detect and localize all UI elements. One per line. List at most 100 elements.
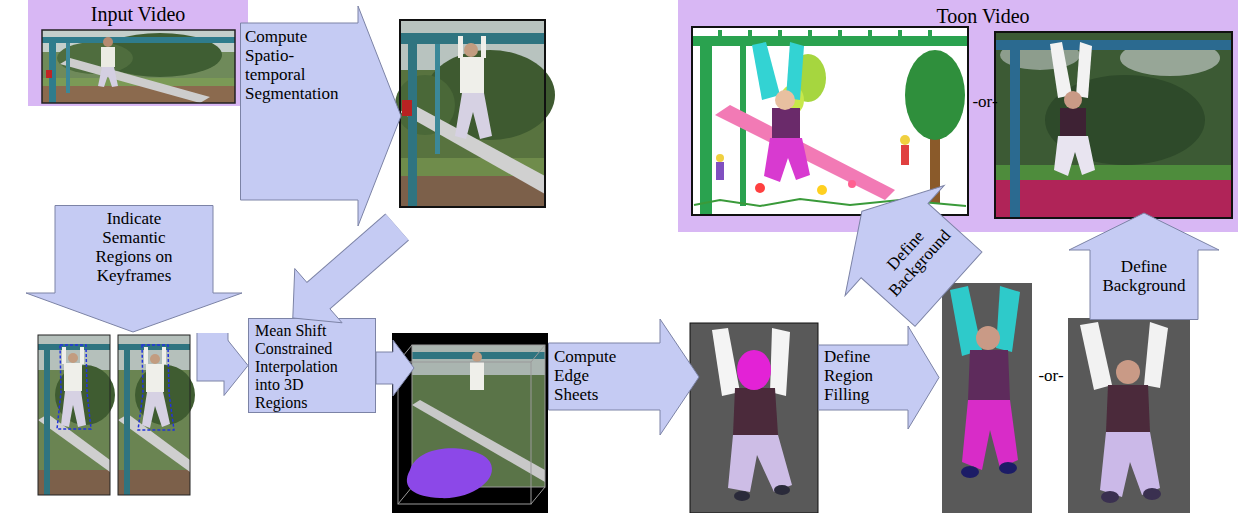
- foot-region: [999, 462, 1017, 474]
- child-pants: [142, 392, 170, 428]
- region-outline: [57, 345, 91, 429]
- foot-region: [1143, 488, 1161, 500]
- frame-border: [692, 27, 968, 215]
- process-arrow: Define Region Filling: [818, 325, 940, 430]
- bar-post: [408, 33, 417, 207]
- alternative-label: -or-: [968, 92, 1002, 112]
- arrow-head: [293, 269, 342, 323]
- frame-background: [42, 30, 235, 103]
- child-arm: [1076, 42, 1092, 98]
- arrow-outline: [241, 6, 402, 226]
- arm-region: [950, 286, 982, 356]
- pants-region: [962, 400, 1018, 470]
- child-shirt: [470, 362, 484, 390]
- keyframe: [38, 335, 115, 495]
- bar-rungs: [720, 30, 930, 46]
- face-region: [976, 326, 1000, 350]
- flower: [817, 185, 827, 195]
- ground: [995, 180, 1232, 218]
- child-pants: [764, 138, 810, 182]
- child-arm: [62, 347, 66, 364]
- bar-post: [1010, 40, 1020, 218]
- process-arrow: Compute Spatio-temporal Segmentation: [240, 5, 402, 227]
- child-arm: [481, 36, 486, 58]
- arrow-outline: [819, 326, 940, 429]
- child-shirt: [64, 363, 82, 391]
- child-shirt: [146, 364, 164, 392]
- child-head: [775, 90, 795, 110]
- arrow-outline: [212, 333, 224, 366]
- region-volume: [407, 448, 492, 498]
- bar-post: [44, 344, 50, 495]
- child-head: [1064, 91, 1082, 109]
- grass: [995, 165, 1232, 180]
- frame-border: [42, 30, 235, 103]
- child-arm: [752, 42, 780, 100]
- input-video-frame: [42, 30, 235, 103]
- child-pants: [455, 93, 492, 139]
- monkey-bar: [692, 36, 968, 46]
- small-figure: [900, 135, 910, 145]
- torso-region: [968, 350, 1010, 400]
- filled-frame: [942, 283, 1032, 513]
- arm-region: [996, 286, 1020, 352]
- child-arm: [162, 347, 166, 364]
- ground: [42, 86, 235, 103]
- child-arm: [144, 347, 148, 364]
- keyframe: [118, 335, 195, 495]
- arm-region: [770, 328, 790, 396]
- slide: [400, 104, 545, 194]
- small-figure: [716, 154, 724, 162]
- torso-region: [1106, 385, 1150, 432]
- step-label: Indicate Semantic Regions on Keyframes: [88, 209, 180, 285]
- filled-frame: [1068, 318, 1190, 513]
- flow-arrow: [293, 227, 397, 323]
- volume-frame: [392, 333, 548, 513]
- slide: [715, 105, 895, 200]
- child-arm: [458, 36, 463, 58]
- child-pants: [98, 67, 118, 87]
- bar-post: [435, 44, 440, 154]
- torso-region: [733, 388, 778, 435]
- arrow-shaft: [316, 227, 397, 298]
- step-label: Mean Shift Constrained Interpolation int…: [255, 322, 355, 412]
- child-pants: [1054, 136, 1095, 176]
- frame-background: [692, 27, 968, 215]
- frame-background: [942, 283, 1032, 513]
- process-arrow: Compute Edge Sheets: [548, 318, 700, 436]
- volume-edge: [398, 345, 545, 504]
- flower: [848, 180, 856, 188]
- foot-region: [734, 491, 750, 501]
- panel-heading: Input Video: [28, 3, 248, 25]
- process-arrow: Indicate Semantic Regions on Keyframes: [25, 205, 243, 333]
- flow-arrow: [212, 333, 248, 396]
- child-torso: [1060, 108, 1086, 136]
- foot-region: [774, 485, 790, 495]
- child-shirt: [101, 47, 115, 67]
- toon-frame: [995, 32, 1232, 218]
- child-arm: [80, 347, 84, 364]
- head-region: [737, 350, 771, 390]
- foot-region: [961, 466, 979, 478]
- frame-border: [400, 20, 545, 207]
- child-torso: [772, 108, 800, 138]
- pants-region: [1100, 432, 1160, 497]
- red-block: [402, 100, 412, 116]
- frame-background: [690, 323, 818, 513]
- child-shirt: [460, 57, 484, 93]
- arm-region: [1080, 322, 1112, 390]
- arrow-shaft: [212, 333, 227, 366]
- toon-frame: [692, 27, 968, 215]
- child-pants: [61, 391, 86, 427]
- frame-background: [1068, 318, 1190, 513]
- monkey-bar: [42, 37, 235, 43]
- arrow-outline: [26, 206, 242, 333]
- segmentation-frame: [395, 20, 555, 207]
- arm-region: [1144, 322, 1168, 388]
- volume-background: [392, 333, 548, 513]
- frame-border: [995, 32, 1232, 218]
- bar-post: [700, 36, 712, 215]
- arm-region: [712, 328, 740, 396]
- panel-heading: Toon Video: [923, 5, 1043, 27]
